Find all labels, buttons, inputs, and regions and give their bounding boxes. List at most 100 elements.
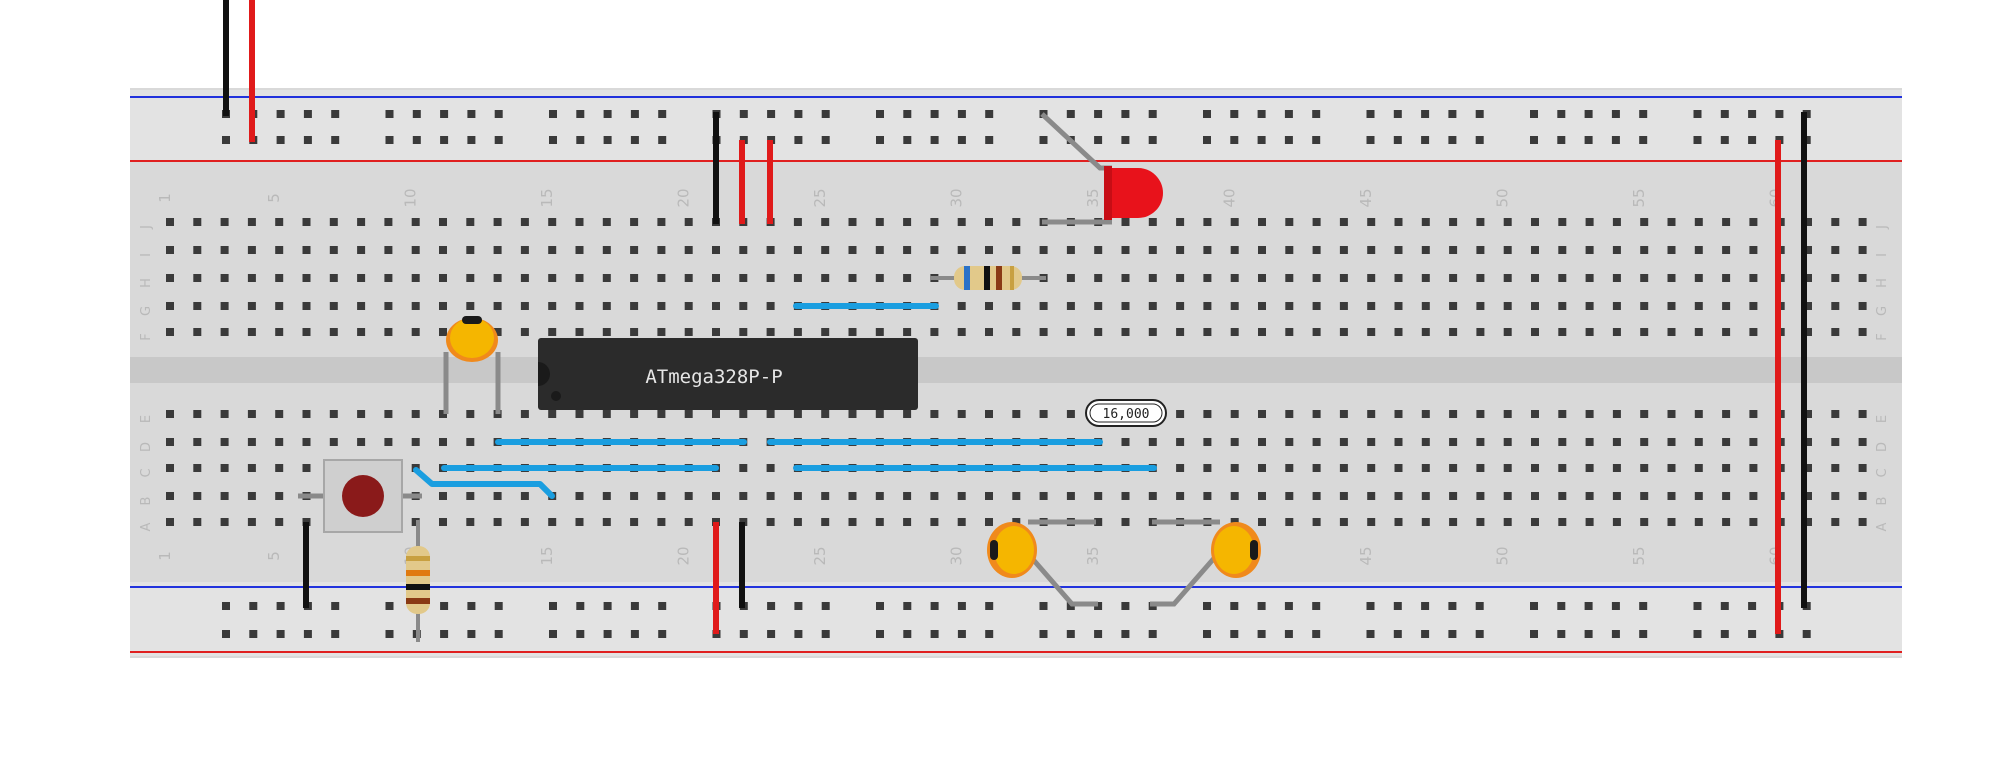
row-letter-label: C: [139, 468, 154, 477]
hole: [1694, 492, 1703, 500]
hole: [411, 218, 420, 226]
hole: [467, 136, 476, 144]
hole: [1339, 518, 1348, 526]
hole: [766, 302, 775, 310]
hole: [249, 630, 258, 638]
microcontroller-chip[interactable]: [538, 338, 918, 410]
hole: [658, 110, 667, 118]
chip-notch: [538, 362, 550, 386]
hole: [576, 136, 585, 144]
hole: [1039, 492, 1048, 500]
hole: [1257, 110, 1266, 118]
hole: [1831, 438, 1840, 446]
hole: [1094, 492, 1103, 500]
hole: [1804, 302, 1812, 310]
hole: [739, 328, 748, 336]
capacitor-top-marker: [462, 316, 482, 324]
led[interactable]: [1106, 168, 1163, 218]
hole: [1858, 410, 1867, 418]
hole: [222, 602, 230, 610]
capacitor-left-marker: [990, 540, 998, 560]
hole: [1585, 410, 1594, 418]
hole: [493, 302, 502, 310]
hole: [1585, 464, 1594, 472]
hole: [520, 492, 529, 500]
hole: [1557, 110, 1566, 118]
hole: [384, 218, 393, 226]
hole: [1066, 410, 1075, 418]
hole: [1448, 136, 1457, 144]
hole: [220, 302, 229, 310]
hole: [1475, 110, 1484, 118]
capacitor-top[interactable]: [450, 318, 494, 358]
hole: [930, 218, 939, 226]
hole: [1148, 492, 1157, 500]
hole: [876, 630, 884, 638]
hole: [411, 518, 420, 526]
hole: [1476, 438, 1485, 446]
column-number-label: 45: [1357, 188, 1375, 207]
row-letter-label: A: [139, 522, 154, 531]
row-letter-label: C: [1875, 468, 1890, 477]
hole: [1722, 518, 1731, 526]
capacitor-right[interactable]: [1214, 526, 1254, 574]
hole: [930, 602, 939, 610]
hole: [793, 274, 802, 282]
hole: [1475, 602, 1484, 610]
resistor-bottom[interactable]: [406, 546, 430, 614]
hole: [739, 464, 748, 472]
hole: [1804, 328, 1812, 336]
pushbutton[interactable]: [342, 475, 384, 517]
hole: [1121, 246, 1130, 254]
hole: [385, 110, 394, 118]
column-number-label: 25: [811, 188, 829, 207]
hole: [412, 110, 421, 118]
hole: [1421, 328, 1430, 336]
hole: [331, 136, 340, 144]
hole: [1367, 328, 1376, 336]
hole: [1039, 246, 1048, 254]
hole: [1558, 492, 1567, 500]
hole: [548, 246, 557, 254]
hole: [957, 328, 966, 336]
hole: [1039, 410, 1048, 418]
hole: [439, 438, 447, 446]
hole: [411, 302, 420, 310]
hole: [1804, 492, 1812, 500]
hole: [1612, 218, 1621, 226]
hole: [193, 438, 202, 446]
crystal[interactable]: [1085, 399, 1167, 427]
hole: [903, 274, 912, 282]
hole: [1393, 630, 1402, 638]
hole: [303, 630, 312, 638]
wire-blue-reset[interactable]: [413, 467, 555, 499]
hole: [1094, 630, 1103, 638]
hole: [1449, 410, 1458, 418]
chip-label: ATmega328P-P: [645, 366, 782, 388]
hole: [1285, 464, 1294, 472]
hole: [1367, 274, 1376, 282]
hole: [1639, 110, 1648, 118]
hole: [302, 274, 311, 282]
hole: [548, 274, 557, 282]
column-number-label: 50: [1494, 546, 1512, 565]
hole: [548, 302, 557, 310]
hole: [1476, 218, 1485, 226]
hole: [1585, 218, 1594, 226]
hole: [1121, 438, 1130, 446]
hole: [1748, 136, 1757, 144]
capacitor-left[interactable]: [994, 526, 1034, 574]
hole: [1066, 630, 1075, 638]
hole: [985, 630, 994, 638]
hole: [1039, 630, 1048, 638]
hole: [903, 246, 912, 254]
hole: [1449, 246, 1458, 254]
hole: [1367, 246, 1376, 254]
hole: [1775, 110, 1784, 118]
hole: [1012, 518, 1021, 526]
hole: [1749, 438, 1758, 446]
hole: [1531, 464, 1539, 472]
hole: [1148, 630, 1157, 638]
hole: [1585, 492, 1594, 500]
hole: [903, 602, 912, 610]
